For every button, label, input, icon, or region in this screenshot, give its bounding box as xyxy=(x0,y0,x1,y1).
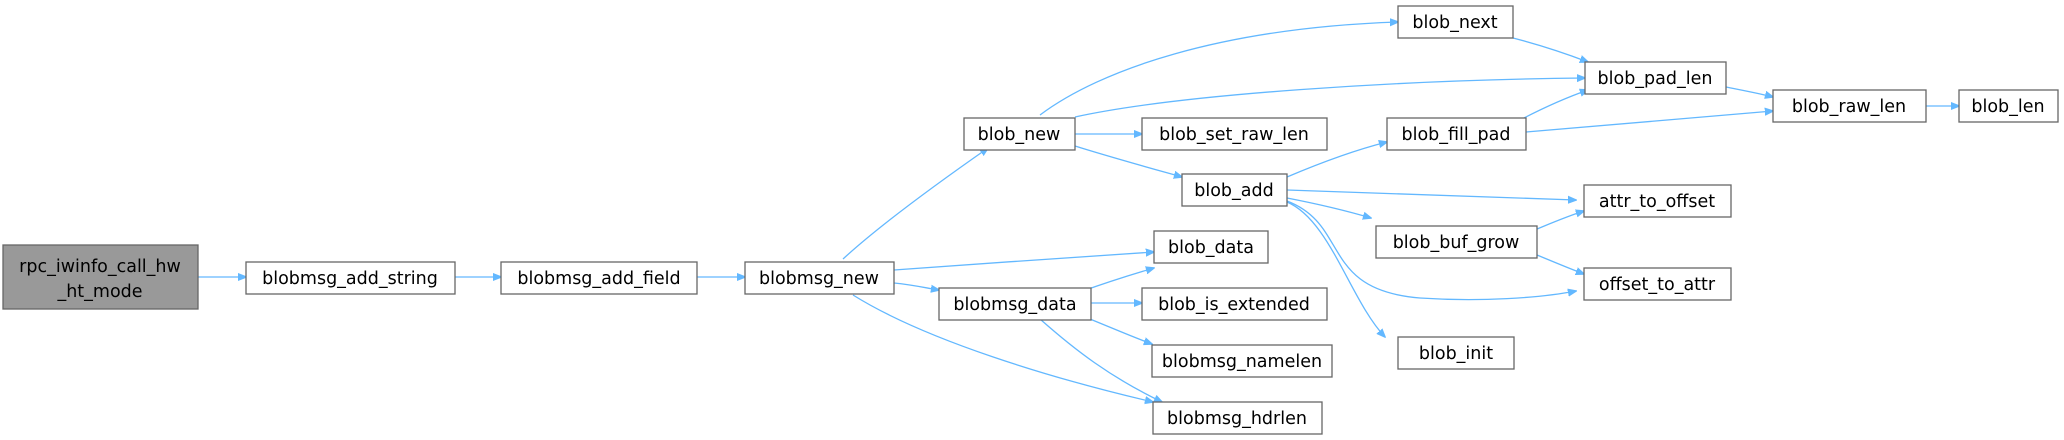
edge-blob-new-to-blob-next xyxy=(1039,22,1398,116)
node-blob-pad-len[interactable]: blob_pad_len xyxy=(1584,61,1727,95)
edge-blob-new-to-blob-pad-len xyxy=(1074,78,1585,118)
edge-blob-add-to-blob-buf-grow xyxy=(1286,197,1371,218)
node-label: attr_to_offset xyxy=(1599,192,1715,212)
node-label: blobmsg_new xyxy=(759,269,879,289)
edge-blob-add-to-blob-fill-pad xyxy=(1286,142,1387,178)
node-attr-to-offset[interactable]: attr_to_offset xyxy=(1583,184,1732,218)
node-label: offset_to_attr xyxy=(1599,275,1716,295)
node-label: blobmsg_data xyxy=(953,295,1076,315)
node-label: blobmsg_namelen xyxy=(1162,352,1322,372)
edge-blob-add-to-attr-to-offset xyxy=(1286,189,1576,200)
edge-blob-next-to-blob-pad-len xyxy=(1512,37,1588,62)
node-label: blob_init xyxy=(1419,344,1493,364)
node-label: blob_next xyxy=(1412,13,1497,33)
node-label: blobmsg_add_field xyxy=(517,269,680,289)
node-blobmsg-data[interactable]: blobmsg_data xyxy=(938,287,1092,321)
node-blob-add[interactable]: blob_add xyxy=(1181,173,1288,207)
node-label: blob_new xyxy=(978,125,1061,145)
node-blobmsg-new[interactable]: blobmsg_new xyxy=(744,261,895,295)
node-label: blobmsg_hdrlen xyxy=(1167,409,1307,429)
edge-blobmsg-new-to-blob-new xyxy=(842,148,988,260)
node-blob-next[interactable]: blob_next xyxy=(1397,5,1514,39)
node-blob-buf-grow[interactable]: blob_buf_grow xyxy=(1375,225,1538,259)
edge-blobmsg-new-to-blobmsg-data xyxy=(893,282,939,290)
edge-blobmsg-new-to-blobmsg-hdrlen xyxy=(852,294,1153,402)
edge-blobmsg-new-to-blob-data xyxy=(893,252,1154,271)
edge-blobmsg-data-to-blobmsg-hdrlen xyxy=(1039,318,1162,402)
node-label-line-2: _ht_mode xyxy=(56,282,142,302)
edge-blob-pad-len-to-blob-raw-len xyxy=(1725,86,1773,97)
node-offset-to-attr[interactable]: offset_to_attr xyxy=(1583,267,1732,301)
node-blob-len[interactable]: blob_len xyxy=(1958,89,2059,123)
node-label: blob_raw_len xyxy=(1792,97,1906,117)
edge-blob-add-to-blob-init xyxy=(1286,201,1385,337)
node-label: blob_buf_grow xyxy=(1393,233,1520,253)
node-label: blobmsg_add_string xyxy=(262,269,438,289)
node-label: blob_is_extended xyxy=(1158,295,1310,315)
node-label-line-1: rpc_iwinfo_call_hw xyxy=(19,257,181,277)
edge-blob-buf-grow-to-attr-to-offset xyxy=(1536,211,1584,230)
node-blob-init[interactable]: blob_init xyxy=(1397,336,1515,370)
edge-blob-new-to-blob-add xyxy=(1074,145,1182,177)
node-label: blob_fill_pad xyxy=(1402,125,1511,145)
node-blob-is-extended[interactable]: blob_is_extended xyxy=(1141,287,1328,321)
node-rpc-iwinfo-call-hw-ht-mode[interactable]: rpc_iwinfo_call_hw _ht_mode xyxy=(2,244,199,310)
node-blob-fill-pad[interactable]: blob_fill_pad xyxy=(1386,117,1527,151)
node-blob-set-raw-len[interactable]: blob_set_raw_len xyxy=(1141,117,1328,151)
node-blobmsg-add-field[interactable]: blobmsg_add_field xyxy=(500,261,698,295)
edges xyxy=(198,22,1959,402)
node-blob-new[interactable]: blob_new xyxy=(963,117,1076,151)
node-blobmsg-namelen[interactable]: blobmsg_namelen xyxy=(1151,344,1333,378)
node-blob-data[interactable]: blob_data xyxy=(1153,230,1269,264)
node-label: blob_set_raw_len xyxy=(1159,125,1309,145)
node-blobmsg-hdrlen[interactable]: blobmsg_hdrlen xyxy=(1152,401,1323,435)
node-label: blob_len xyxy=(1971,97,2044,117)
node-label: blob_add xyxy=(1194,181,1273,201)
edge-blob-fill-pad-to-blob-pad-len xyxy=(1519,90,1588,121)
edge-blob-add-to-offset-to-attr xyxy=(1286,200,1576,301)
node-blob-raw-len[interactable]: blob_raw_len xyxy=(1772,89,1927,123)
node-label: blob_pad_len xyxy=(1598,69,1713,89)
node-blobmsg-add-string[interactable]: blobmsg_add_string xyxy=(245,261,456,295)
edge-blob-buf-grow-to-offset-to-attr xyxy=(1536,254,1584,274)
edge-blob-fill-pad-to-blob-raw-len xyxy=(1525,111,1773,133)
node-label: blob_data xyxy=(1168,238,1254,258)
